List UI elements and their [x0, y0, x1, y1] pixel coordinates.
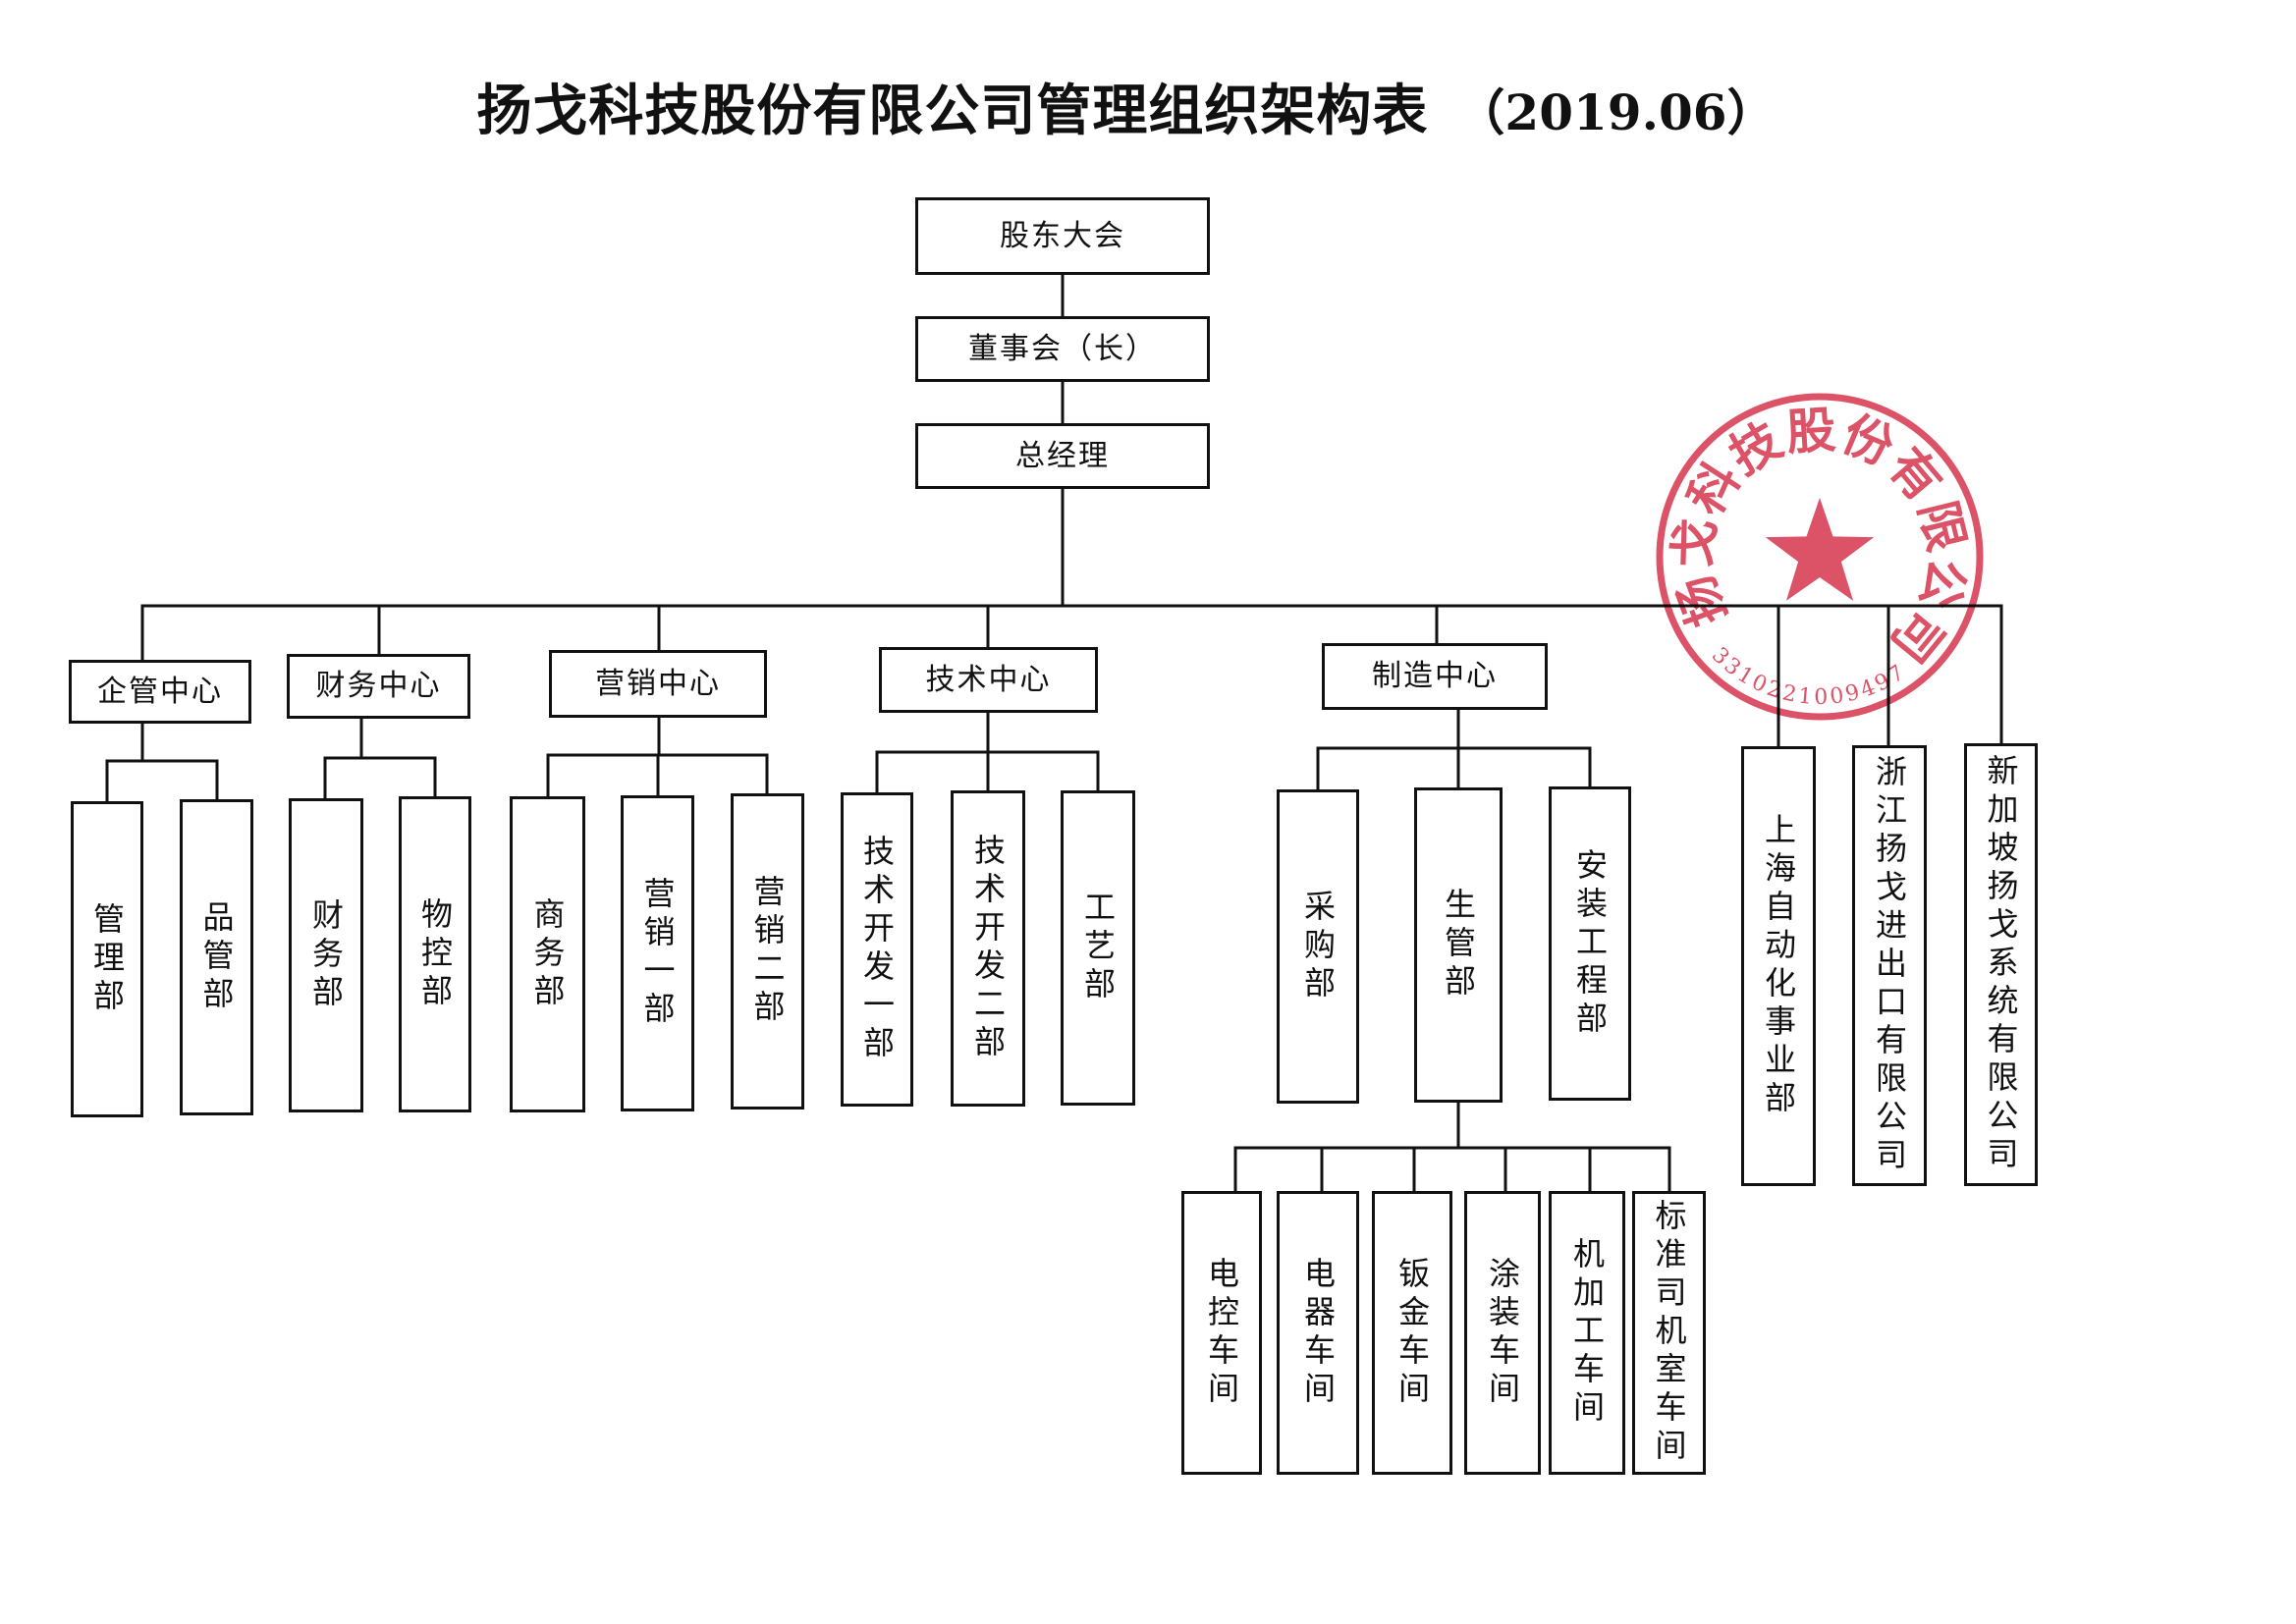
- org-node-production-management-dept: 生管部: [1414, 787, 1503, 1103]
- org-node-label: 技术开发一部: [858, 835, 896, 1064]
- org-node-management-dept: 管理部: [71, 801, 143, 1117]
- org-node-label: 钣金车间: [1394, 1256, 1431, 1410]
- org-node-business-dept: 商务部: [510, 796, 585, 1112]
- org-node-label: 技术中心: [925, 662, 1052, 697]
- org-node-label: 制造中心: [1372, 659, 1498, 693]
- org-node-painting-workshop: 涂装车间: [1464, 1191, 1541, 1475]
- org-node-general-manager: 总经理: [915, 423, 1210, 489]
- connector-manufacturing-center: [1316, 708, 1592, 791]
- org-node-process-engineering-dept: 工艺部: [1061, 790, 1135, 1106]
- org-node-label: 物控部: [416, 896, 454, 1012]
- org-node-enterprise-management-center: 企管中心: [69, 660, 251, 724]
- org-node-label: 管理部: [88, 901, 126, 1017]
- org-node-marketing-dept-2: 营销二部: [731, 793, 804, 1110]
- org-node-label: 技术开发二部: [969, 834, 1007, 1063]
- seal-registration-number-path: 3310221009497: [1707, 643, 1909, 710]
- star-icon: [1765, 498, 1875, 601]
- org-node-finance-dept: 财务部: [289, 798, 363, 1112]
- connector-marketing-center: [546, 716, 769, 798]
- connector-technology-center: [875, 711, 1100, 794]
- seal-ring: [1656, 393, 1984, 721]
- org-node-label: 品管部: [197, 899, 236, 1015]
- org-node-label: 标准司机室车间: [1650, 1199, 1688, 1467]
- org-node-label: 涂装车间: [1484, 1256, 1521, 1410]
- org-node-board-of-directors: 董事会（长）: [915, 316, 1210, 382]
- org-node-tech-development-dept-1: 技术开发一部: [841, 792, 913, 1107]
- org-node-shareholders-meeting: 股东大会: [915, 197, 1210, 275]
- org-node-label: 安装工程部: [1571, 847, 1609, 1040]
- org-node-label: 机加工车间: [1568, 1237, 1606, 1429]
- org-node-sheet-metal-workshop: 钣金车间: [1372, 1191, 1452, 1475]
- seal-company-name: 扬戈科技股份有限公司: [1663, 401, 1977, 675]
- connector-finance-center: [323, 717, 437, 800]
- connector-enterprise-management-center: [105, 722, 219, 803]
- org-node-quality-control-dept: 品管部: [180, 799, 253, 1115]
- org-node-label: 商务部: [528, 896, 567, 1012]
- org-node-shanghai-automation-division: 上海自动化事业部: [1741, 746, 1816, 1186]
- org-node-electrical-control-workshop: 电控车间: [1181, 1191, 1262, 1475]
- page-title-text: 扬戈科技股份有限公司管理组织架构表: [476, 79, 1429, 143]
- org-node-label: 企管中心: [97, 674, 223, 709]
- org-node-tech-development-dept-2: 技术开发二部: [951, 790, 1025, 1107]
- org-node-marketing-center: 营销中心: [549, 650, 767, 718]
- org-node-procurement-dept: 采购部: [1277, 789, 1359, 1104]
- org-node-technology-center: 技术中心: [879, 647, 1098, 713]
- org-node-singapore-systems-company: 新加坡扬戈系统有限公司: [1964, 743, 2038, 1186]
- title-date: （2019.06）: [1455, 83, 1777, 141]
- org-node-label: 采购部: [1299, 889, 1337, 1004]
- org-node-label: 营销中心: [595, 666, 721, 701]
- org-node-installation-engineering-dept: 安装工程部: [1549, 786, 1631, 1101]
- page-title: 扬戈科技股份有限公司管理组织架构表 （2019.06）: [0, 77, 2253, 145]
- seal-registration-number: 3310221009497: [1707, 643, 1912, 710]
- org-node-label: 电器车间: [1299, 1256, 1337, 1410]
- org-node-standard-cab-workshop: 标准司机室车间: [1632, 1191, 1706, 1475]
- connector-production-management-dept: [1233, 1101, 1671, 1193]
- org-node-marketing-dept-1: 营销一部: [621, 795, 694, 1111]
- org-node-label: 董事会（长）: [968, 331, 1157, 366]
- org-node-electrical-appliance-workshop: 电器车间: [1277, 1191, 1359, 1475]
- org-node-label: 营销一部: [638, 877, 677, 1030]
- org-node-finance-center: 财务中心: [287, 654, 470, 719]
- org-node-label: 电控车间: [1203, 1256, 1240, 1410]
- org-node-zhejiang-import-export-company: 浙江扬戈进出口有限公司: [1852, 745, 1927, 1186]
- org-node-label: 财务中心: [315, 669, 442, 703]
- org-node-label: 生管部: [1440, 888, 1477, 1002]
- org-node-label: 工艺部: [1079, 891, 1117, 1005]
- org-node-label: 新加坡扬戈系统有限公司: [1982, 754, 2020, 1175]
- org-node-label: 财务部: [307, 897, 345, 1013]
- org-node-label: 股东大会: [1000, 218, 1125, 253]
- org-node-label: 总经理: [1015, 438, 1110, 473]
- org-node-label: 营销二部: [748, 875, 787, 1028]
- seal-company-name-path: 扬戈科技股份有限公司: [1663, 401, 1975, 675]
- org-node-label: 浙江扬戈进出口有限公司: [1871, 755, 1908, 1176]
- org-node-machining-workshop: 机加工车间: [1549, 1191, 1625, 1475]
- org-node-material-control-dept: 物控部: [399, 796, 471, 1112]
- org-node-label: 上海自动化事业部: [1760, 813, 1797, 1119]
- org-node-manufacturing-center: 制造中心: [1322, 643, 1548, 710]
